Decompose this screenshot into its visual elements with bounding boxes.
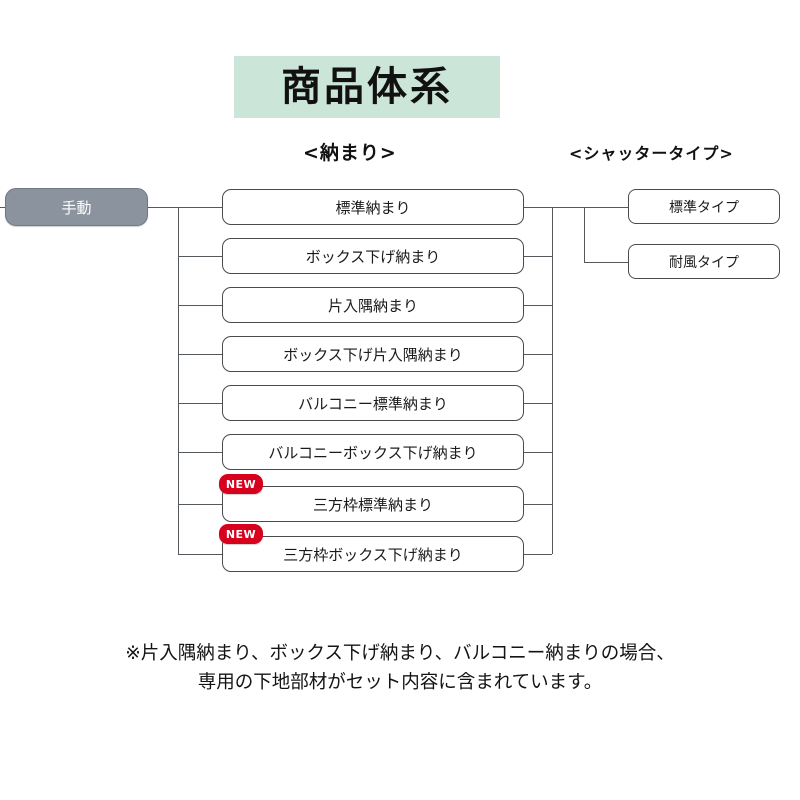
node-nawari-8[interactable]: 三方枠ボックス下げ納まり	[222, 536, 524, 572]
footnote-line-1: ※片入隅納まり、ボックス下げ納まり、バルコニー納まりの場合、	[125, 643, 675, 664]
node-label: 耐風タイプ	[669, 254, 739, 271]
connector-left-trunk	[178, 207, 179, 554]
new-badge-nawari-8: NEW	[219, 524, 263, 544]
node-nawari-5[interactable]: バルコニー標準納まり	[222, 385, 524, 421]
node-label: バルコニーボックス下げ納まり	[268, 443, 478, 462]
node-label: 三方枠標準納まり	[312, 495, 433, 514]
node-nawari-3[interactable]: 片入隅納まり	[222, 287, 524, 323]
connector-branch-right-1	[524, 207, 552, 208]
node-root-label: 手動	[61, 198, 92, 217]
connector-branch-right-5	[524, 403, 552, 404]
connector-shutter-trunk	[584, 207, 585, 262]
connector-branch-right-7	[524, 504, 552, 505]
connector-branch-shutter-1	[584, 207, 628, 208]
connector-branch-shutter-2	[584, 262, 628, 263]
node-nawari-6[interactable]: バルコニーボックス下げ納まり	[222, 434, 524, 470]
node-label: ボックス下げ片入隅納まり	[283, 345, 463, 364]
connector-branch-right-6	[524, 452, 552, 453]
node-label: 標準納まり	[335, 198, 411, 217]
connector-root-left-stub	[0, 207, 8, 208]
node-label: ボックス下げ納まり	[305, 247, 441, 266]
connector-branch-left-7	[178, 504, 222, 505]
connector-branch-left-2	[178, 256, 222, 257]
title-banner: 商品体系	[234, 56, 500, 118]
node-label: 三方枠ボックス下げ納まり	[283, 545, 463, 564]
column-header-nawari: <納まり>	[303, 142, 397, 164]
node-shutter-1[interactable]: 標準タイプ	[628, 189, 780, 224]
connector-branch-right-8	[524, 554, 552, 555]
connector-branch-left-4	[178, 354, 222, 355]
node-nawari-4[interactable]: ボックス下げ片入隅納まり	[222, 336, 524, 372]
node-nawari-1[interactable]: 標準納まり	[222, 189, 524, 225]
connector-root-to-trunk	[148, 207, 222, 208]
column-header-shutter: <シャッタータイプ>	[569, 144, 734, 163]
node-root-manual[interactable]: 手動	[5, 188, 148, 226]
new-badge-nawari-7: NEW	[219, 474, 263, 494]
footnote-line-2: 専用の下地部材がセット内容に含まれています。	[197, 671, 603, 693]
node-label: 片入隅納まり	[327, 296, 418, 315]
node-nawari-2[interactable]: ボックス下げ納まり	[222, 238, 524, 274]
footnote: ※片入隅納まり、ボックス下げ納まり、バルコニー納まりの場合、 専用の下地部材がセ…	[0, 640, 800, 697]
connector-trunk-to-shutter	[552, 207, 584, 208]
connector-branch-left-8	[178, 554, 222, 555]
node-label: バルコニー標準納まり	[298, 394, 448, 413]
page-title: 商品体系	[281, 64, 453, 110]
connector-branch-left-6	[178, 452, 222, 453]
connector-branch-right-4	[524, 354, 552, 355]
connector-branch-right-2	[524, 256, 552, 257]
node-label: 標準タイプ	[669, 199, 739, 216]
connector-branch-left-5	[178, 403, 222, 404]
node-shutter-2[interactable]: 耐風タイプ	[628, 244, 780, 279]
connector-branch-right-3	[524, 305, 552, 306]
connector-branch-left-3	[178, 305, 222, 306]
node-nawari-7[interactable]: 三方枠標準納まり	[222, 486, 524, 522]
connector-right-trunk	[552, 207, 553, 554]
